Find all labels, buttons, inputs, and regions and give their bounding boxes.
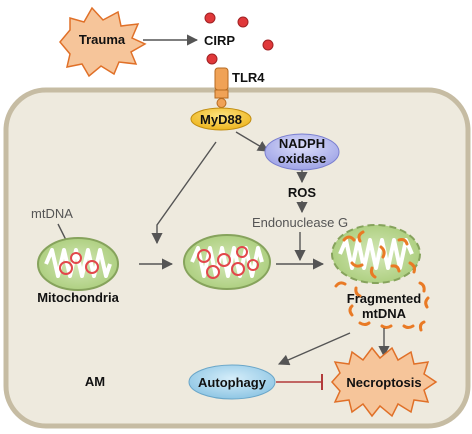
ros-label: ROS (288, 185, 317, 200)
necroptosis-burst: Necroptosis (330, 346, 438, 418)
inhibit-autophagy-necroptosis (276, 374, 323, 390)
trauma-burst: Trauma (59, 6, 147, 78)
nadph-label-line2: oxidase (278, 151, 326, 166)
autophagy-label: Autophagy (198, 375, 267, 390)
myd88-node (190, 107, 252, 131)
myd88-label: MyD88 (200, 112, 242, 127)
am-label: AM (85, 374, 105, 389)
cirp-dots (204, 12, 274, 65)
cirp-label: CIRP (204, 33, 235, 48)
necroptosis-label: Necroptosis (346, 375, 421, 390)
mtdna-label: mtDNA (31, 206, 73, 221)
autophagy-node (188, 364, 276, 400)
fragmented-label-line2: mtDNA (362, 306, 407, 321)
mitochondrion-healthy (37, 237, 119, 291)
arrow-myd88-mito (151, 141, 217, 245)
mtdna-fragments (334, 230, 430, 332)
mitochondria-label: Mitochondria (37, 290, 119, 305)
arrow-myd88-nadph (235, 131, 269, 152)
nadph-label-line1: NADPH (279, 136, 325, 151)
mitochondrion-damaged (331, 224, 421, 284)
tlr4-label: TLR4 (232, 70, 265, 85)
endonuclease-label: Endonuclease G (252, 215, 348, 230)
mitochondrion-stressed (183, 234, 271, 290)
arrow-fragmented-autophagy (277, 332, 351, 366)
trauma-label: Trauma (79, 32, 126, 47)
tlr4-receptor (214, 67, 229, 108)
fragmented-label-line1: Fragmented (347, 291, 421, 306)
